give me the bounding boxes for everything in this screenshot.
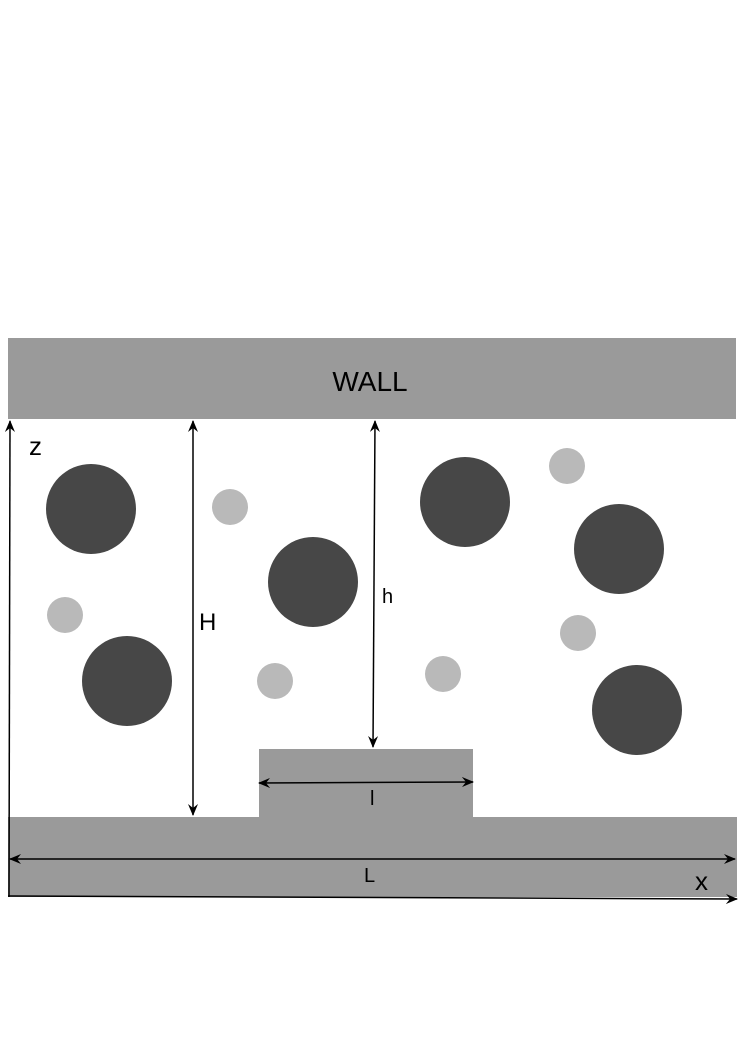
- x-axis-arrow: [7, 893, 738, 904]
- large-particle: [82, 636, 172, 726]
- z-axis-arrow: [4, 420, 15, 898]
- wall-label: WALL: [332, 366, 407, 397]
- small-particle: [425, 656, 461, 692]
- small-particles: [47, 448, 596, 699]
- large-particle: [268, 537, 358, 627]
- small-particle: [257, 663, 293, 699]
- H-label: H: [199, 609, 216, 636]
- large-particles: [46, 457, 682, 755]
- top-wall: [8, 338, 736, 419]
- l-dimension-arrow: [258, 777, 474, 788]
- small-particle: [560, 615, 596, 651]
- l-label: l: [370, 788, 374, 810]
- small-particle: [47, 597, 83, 633]
- large-particle: [420, 457, 510, 547]
- large-particle: [574, 504, 664, 594]
- small-particle: [549, 448, 585, 484]
- x-axis-label: x: [695, 866, 708, 896]
- small-particle: [212, 489, 248, 525]
- z-axis-label: z: [29, 431, 42, 461]
- h-label: h: [382, 586, 393, 608]
- large-particle: [592, 665, 682, 755]
- h-dimension-arrow: [368, 420, 380, 748]
- large-particle: [46, 464, 136, 554]
- L-label: L: [364, 865, 375, 887]
